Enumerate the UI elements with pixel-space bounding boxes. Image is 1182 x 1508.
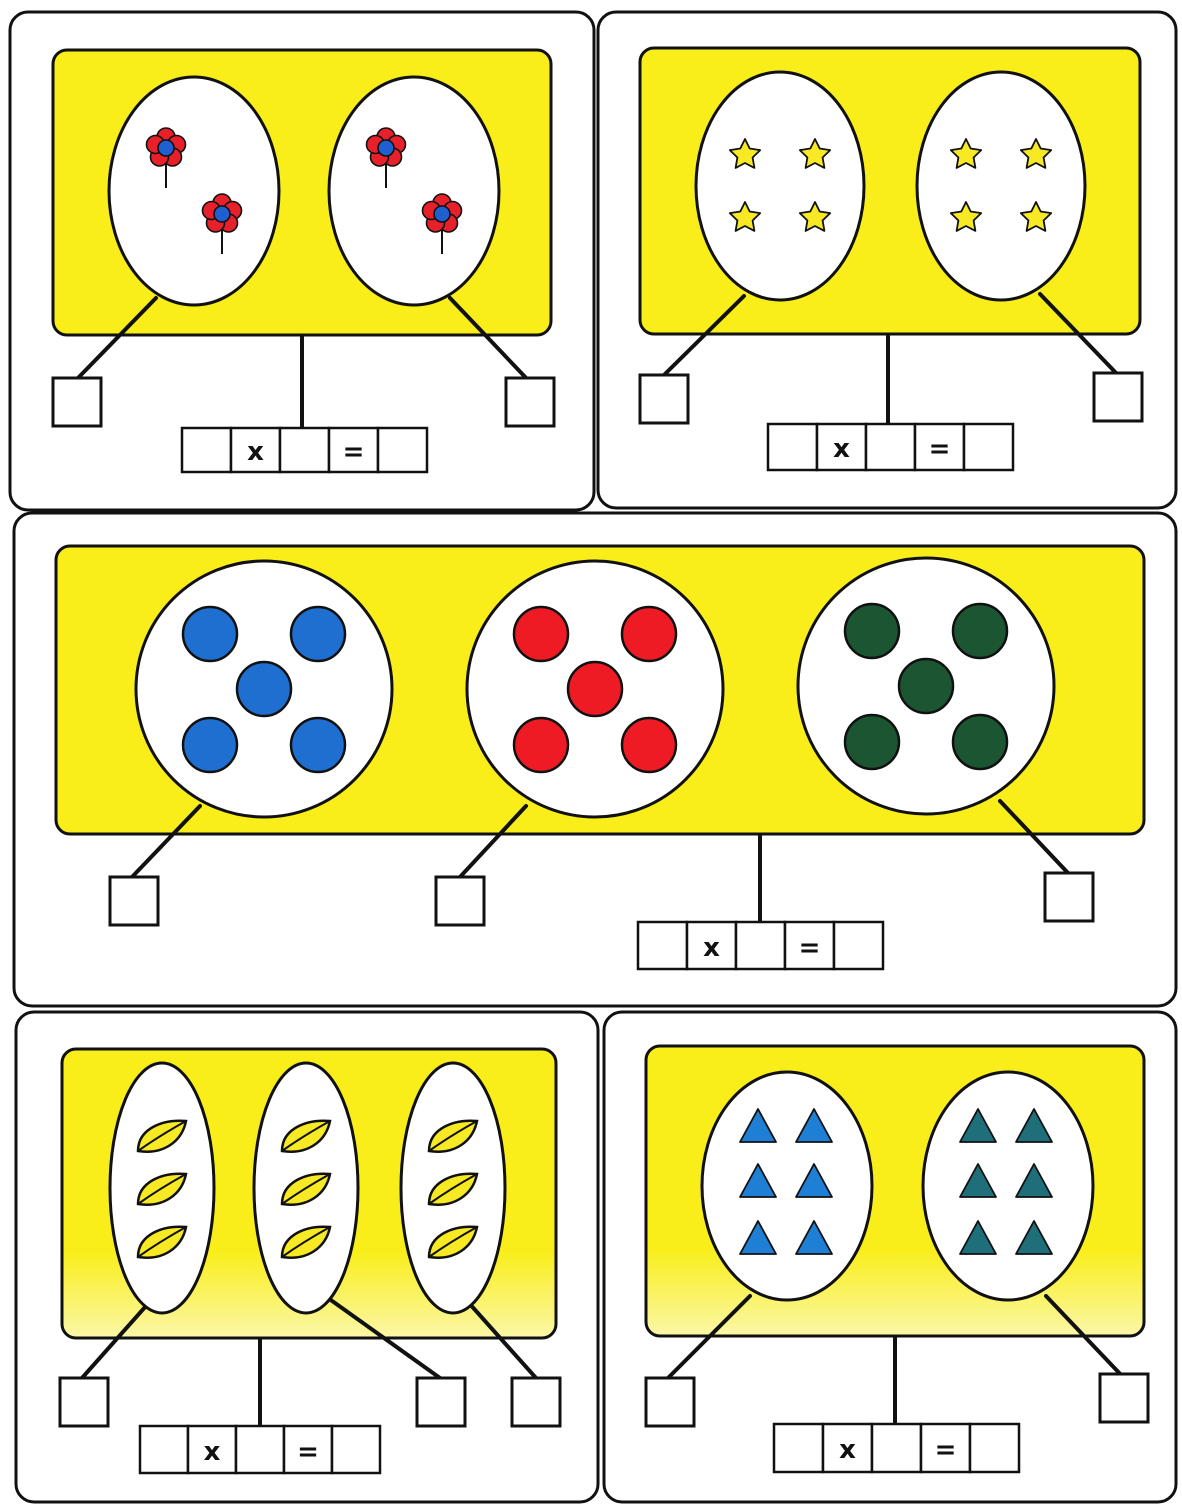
equation-row: x = xyxy=(140,1426,380,1473)
factor-input[interactable] xyxy=(872,1424,921,1472)
group-circle xyxy=(917,72,1085,300)
green-dot xyxy=(845,715,899,769)
exercise-flowers: x = xyxy=(10,12,594,510)
product-input[interactable] xyxy=(970,1424,1019,1472)
blue-dot xyxy=(237,662,291,716)
blue-dot xyxy=(183,607,237,661)
red-dot xyxy=(568,662,622,716)
equation-row: x = xyxy=(774,1424,1019,1472)
factor-input[interactable] xyxy=(866,424,915,470)
blue-dot xyxy=(291,718,345,772)
times-sign: x xyxy=(247,437,264,467)
group-count-box[interactable] xyxy=(110,877,158,925)
equation-row: x = xyxy=(768,424,1013,470)
group-circle xyxy=(702,1072,872,1300)
group-count-box[interactable] xyxy=(1100,1374,1148,1422)
green-dot xyxy=(899,659,953,713)
group-circle xyxy=(329,77,499,305)
group-circle xyxy=(696,72,864,300)
times-sign: x xyxy=(204,1437,221,1467)
equals-sign: = xyxy=(935,1435,957,1465)
factor-input[interactable] xyxy=(774,1424,823,1472)
equation-row: x = xyxy=(638,922,883,969)
group-count-box[interactable] xyxy=(1045,873,1093,921)
green-dot xyxy=(845,604,899,658)
group-count-box[interactable] xyxy=(640,375,688,423)
equals-sign: = xyxy=(297,1437,319,1467)
factor-input[interactable] xyxy=(236,1426,284,1473)
group-count-box[interactable] xyxy=(60,1378,108,1426)
factor-input[interactable] xyxy=(280,428,329,472)
exercise-leaves: x = xyxy=(16,1012,598,1502)
product-input[interactable] xyxy=(378,428,427,472)
green-dot xyxy=(953,604,1007,658)
equals-sign: = xyxy=(343,437,365,467)
group-circle xyxy=(923,1072,1093,1300)
group-count-box[interactable] xyxy=(512,1378,560,1426)
factor-input[interactable] xyxy=(736,922,785,969)
exercise-stars: x = xyxy=(598,12,1176,508)
product-input[interactable] xyxy=(964,424,1013,470)
product-input[interactable] xyxy=(332,1426,380,1473)
times-sign: x xyxy=(703,933,720,963)
red-dot xyxy=(622,718,676,772)
group-circle xyxy=(109,77,279,305)
red-dot xyxy=(622,607,676,661)
group-count-box[interactable] xyxy=(436,877,484,925)
equals-sign: = xyxy=(929,434,951,464)
factor-input[interactable] xyxy=(768,424,817,470)
blue-dot xyxy=(183,718,237,772)
red-dot xyxy=(514,607,568,661)
exercise-triangles: x = xyxy=(604,1012,1176,1502)
exercise-dots: x = xyxy=(14,513,1176,1006)
equation-row: x = xyxy=(182,428,427,472)
blue-dot xyxy=(291,607,345,661)
group-count-box[interactable] xyxy=(1094,373,1142,421)
group-count-box[interactable] xyxy=(53,378,101,426)
green-dot xyxy=(953,715,1007,769)
red-dot xyxy=(514,718,568,772)
factor-input[interactable] xyxy=(638,922,687,969)
product-input[interactable] xyxy=(834,922,883,969)
group-count-box[interactable] xyxy=(506,378,554,426)
factor-input[interactable] xyxy=(140,1426,188,1473)
group-count-box[interactable] xyxy=(646,1378,694,1426)
group-count-box[interactable] xyxy=(417,1378,465,1426)
times-sign: x xyxy=(833,434,850,464)
times-sign: x xyxy=(839,1435,856,1465)
equals-sign: = xyxy=(799,933,821,963)
factor-input[interactable] xyxy=(182,428,231,472)
